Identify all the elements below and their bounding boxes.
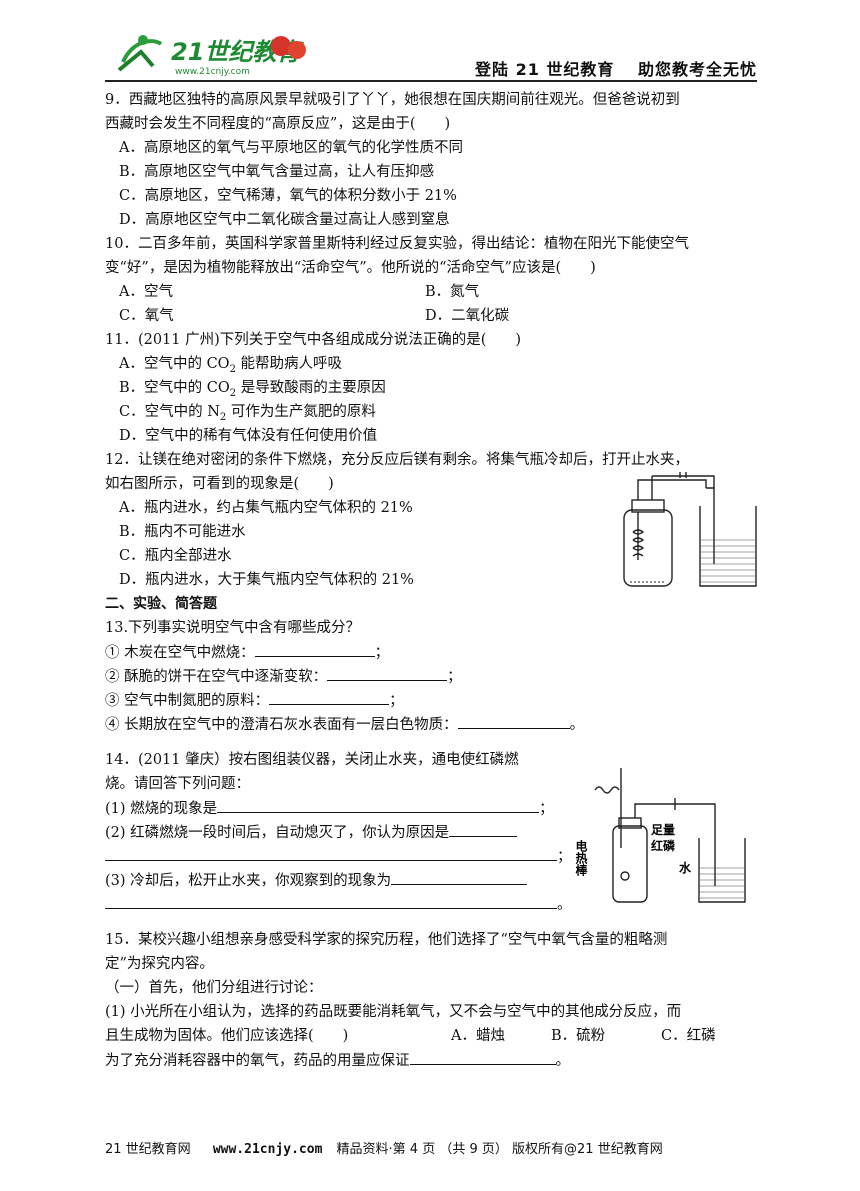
answer-blank[interactable] bbox=[457, 712, 570, 729]
q13-item-2: ② 酥脆的饼干在空气中逐渐变软：； bbox=[105, 664, 757, 688]
q15-q1-line-1: (1) 小光所在小组认为，选择的药品既要能消耗氧气，又不会与空气中的其他成分反应… bbox=[105, 1004, 682, 1020]
q9-stem-2: 西藏时会发生不同程度的“高原反应”，这是由于( ) bbox=[105, 116, 451, 132]
answer-blank[interactable] bbox=[409, 1048, 556, 1065]
q13-item-1: ① 木炭在空气中燃烧：； bbox=[105, 640, 757, 664]
q9-option-c: C．高原地区，空气稀薄，氧气的体积分数小于 21% bbox=[119, 188, 457, 204]
q15-part-heading: （一）首先，他们分组进行讨论： bbox=[105, 980, 323, 996]
q12-option-d: D．瓶内进水，大于集气瓶内空气体积的 21% bbox=[119, 572, 414, 588]
q9-option-a: A．高原地区的氧气与平原地区的氧气的化学性质不同 bbox=[119, 140, 463, 156]
q10-options-row-1: A．空气 B．氮气 bbox=[105, 280, 757, 304]
section-heading: 二、实验、简答题 bbox=[105, 596, 217, 612]
q13-item-3: ③ 空气中制氮肥的原料：； bbox=[105, 688, 757, 712]
answer-blank[interactable] bbox=[217, 796, 540, 813]
q13-item-4: ④ 长期放在空气中的澄清石灰水表面有一层白色物质：。 bbox=[105, 712, 757, 736]
q10-option-b: B．氮气 bbox=[425, 284, 480, 300]
q9-option-d: D．高原地区空气中二氧化碳含量过高让人感到窒息 bbox=[119, 212, 450, 228]
fig-label-rod: 电热棒 bbox=[575, 839, 588, 877]
q14-part-3: (3) 冷却后，松开止水夹，你观察到的现象为 bbox=[105, 868, 757, 892]
q12-option-b: B．瓶内不可能进水 bbox=[119, 524, 246, 540]
q10-stem-2: 变“好”，是因为植物能释放出“活命空气”。他所说的“活命空气”应该是( ) bbox=[105, 260, 596, 276]
q14-part-2-cont: ； bbox=[105, 844, 757, 868]
answer-blank[interactable] bbox=[449, 820, 518, 837]
q14-part-1: (1) 燃烧的现象是； bbox=[105, 796, 757, 820]
q12-option-a: A．瓶内进水，约占集气瓶内空气体积的 21% bbox=[119, 500, 413, 516]
q10-options-row-2: C．氧气 D．二氧化碳 bbox=[105, 304, 757, 328]
q15-stem-1: 15．某校兴趣小组想亲身感受科学家的探究历程，他们选择了“空气中氧气含量的粗略测 bbox=[105, 932, 668, 948]
page-footer: 21 世纪教育网 www.21cnjy.com 精品资料·第 4 页 （共 9 … bbox=[105, 1138, 765, 1157]
q9-stem-1: 9．西藏地区独特的高原风景早就吸引了丫丫，她很想在国庆期间前往观光。但爸爸说初到 bbox=[105, 92, 680, 108]
21cnjy-logo: 21世纪教育 www.21cnjy.com bbox=[117, 35, 306, 77]
answer-blank[interactable] bbox=[391, 868, 528, 885]
q14-part-3-cont: 。 bbox=[105, 892, 757, 916]
q15-stem-2: 定”为探究内容。 bbox=[105, 956, 214, 972]
q15-option-b: B．硫粉 bbox=[551, 1028, 606, 1044]
footer-right: 精品资料·第 4 页 （共 9 页） 版权所有@21 世纪教育网 bbox=[336, 1142, 663, 1157]
answer-blank[interactable] bbox=[105, 892, 557, 909]
q11-option-b: B．空气中的 CO2 是导致酸雨的主要原因 bbox=[119, 380, 386, 399]
header-slogan: 登陆 21 世纪教育 助您教考全无忧 bbox=[475, 60, 757, 79]
q10-option-c: C．氧气 bbox=[119, 308, 174, 324]
svg-text:www.21cnjy.com: www.21cnjy.com bbox=[175, 67, 250, 77]
footer-left: 21 世纪教育网 bbox=[105, 1142, 191, 1157]
q12-stem-2: 如右图所示，可看到的现象是( ) bbox=[105, 476, 334, 492]
q15-q1-line-3: 为了充分消耗容器中的氧气，药品的用量应保证。 bbox=[105, 1048, 757, 1072]
q11-option-d: D．空气中的稀有气体没有任何使用价值 bbox=[119, 428, 378, 444]
page-content: 9．西藏地区独特的高原风景早就吸引了丫丫，她很想在国庆期间前往观光。但爸爸说初到… bbox=[105, 88, 757, 1072]
q12-apparatus-figure bbox=[623, 472, 757, 587]
fig-label-water: 水 bbox=[679, 860, 692, 875]
q14-stem-2: 烧。请回答下列问题： bbox=[105, 776, 250, 792]
q11-option-a: A．空气中的 CO2 能帮助病人呼吸 bbox=[119, 356, 343, 375]
answer-blank[interactable] bbox=[254, 640, 375, 657]
q15-q1-line-2: 且生成物为固体。他们应该选择( ) A．蜡烛 B．硫粉 C．红磷 bbox=[105, 1024, 757, 1048]
q10-option-a: A．空气 bbox=[119, 284, 173, 300]
q14-part-2: (2) 红磷燃烧一段时间后，自动熄灭了，你认为原因是 bbox=[105, 820, 757, 844]
footer-site-link[interactable]: www.21cnjy.com bbox=[212, 1142, 323, 1157]
q11-option-c: C．空气中的 N2 可作为生产氮肥的原料 bbox=[119, 404, 376, 423]
q10-stem-1: 10．二百多年前，英国科学家普里斯特利经过反复实验，得出结论：植物在阳光下能使空… bbox=[105, 236, 689, 252]
q15-option-c: C．红磷 bbox=[661, 1028, 716, 1044]
page-header: 21世纪教育 www.21cnjy.com 登陆 21 世纪教育 助您教考全无忧 bbox=[105, 30, 757, 82]
q9-option-b: B．高原地区空气中氧气含量过高，让人有压抑感 bbox=[119, 164, 435, 180]
q12-option-c: C．瓶内全部进水 bbox=[119, 548, 232, 564]
q11-stem: 11．(2011 广州)下列关于空气中各组成成分说法正确的是( ) bbox=[105, 332, 522, 348]
fig-label-phosphorus-2: 红磷 bbox=[651, 838, 676, 853]
fig-label-phosphorus-1: 足量 bbox=[651, 823, 675, 837]
q15-option-a: A．蜡烛 bbox=[451, 1028, 505, 1044]
answer-blank[interactable] bbox=[327, 664, 448, 681]
q12-stem-1: 12．让镁在绝对密闭的条件下燃烧，充分反应后镁有剩余。将集气瓶冷却后，打开止水夹… bbox=[105, 452, 689, 468]
answer-blank[interactable] bbox=[105, 844, 557, 861]
q13-stem: 13.下列事实说明空气中含有哪些成分？ bbox=[105, 620, 361, 636]
q14-stem-1: 14．(2011 肇庆）按右图组装仪器，关闭止水夹，通电使红磷燃 bbox=[105, 752, 519, 768]
header-rule bbox=[105, 80, 757, 82]
answer-blank[interactable] bbox=[269, 688, 390, 705]
q10-option-d: D．二氧化碳 bbox=[425, 308, 510, 324]
q14-apparatus-figure: 电热棒 足量 红磷 水 bbox=[575, 768, 746, 903]
